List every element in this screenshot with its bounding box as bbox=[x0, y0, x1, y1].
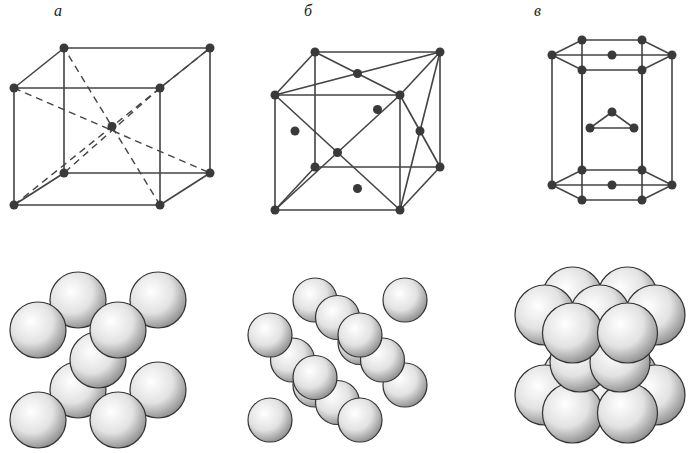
panel-letter: б bbox=[304, 2, 312, 20]
panel-letter: в bbox=[534, 2, 541, 20]
hcp-spheres bbox=[515, 267, 685, 443]
fcc-spheres bbox=[248, 278, 427, 442]
panel-letter: а bbox=[54, 2, 62, 20]
hcp-cell bbox=[548, 36, 677, 205]
fcc-cell bbox=[271, 48, 445, 215]
bcc-cell bbox=[10, 44, 215, 210]
bcc-spheres bbox=[10, 272, 186, 448]
